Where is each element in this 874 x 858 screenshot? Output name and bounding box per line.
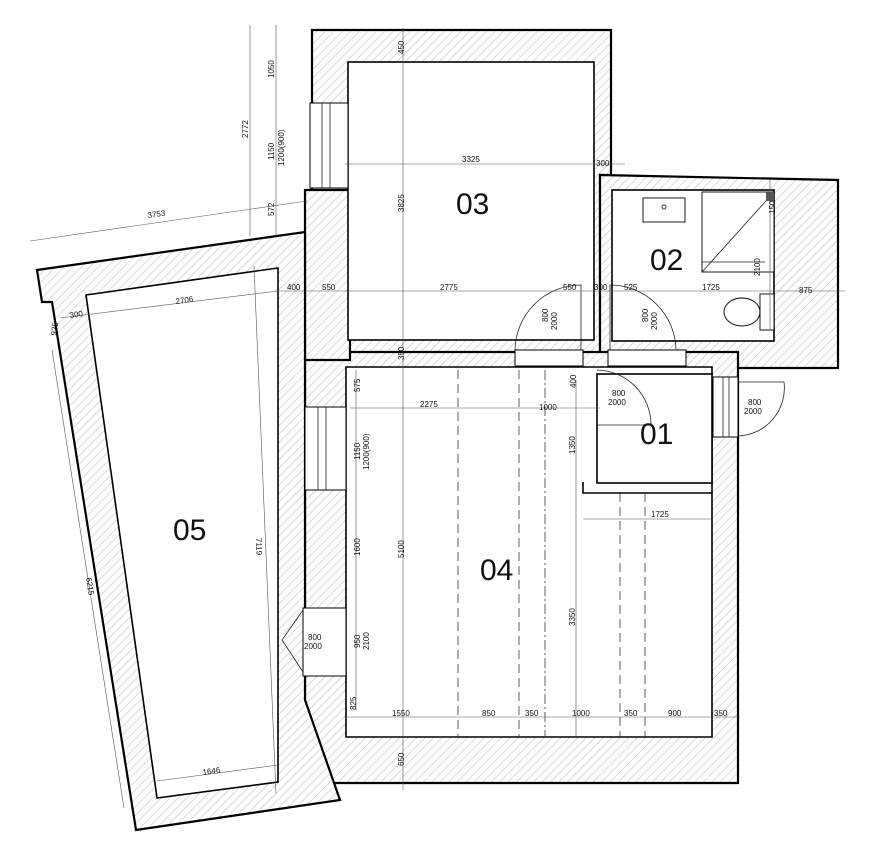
dim-label: 1000 xyxy=(539,403,557,412)
dim-label: 1646 xyxy=(202,766,221,777)
dim-label: 875 xyxy=(799,286,813,295)
dim-label: 1150 xyxy=(267,142,276,160)
dim-label: 400 xyxy=(287,283,301,292)
dim-label: 350 xyxy=(714,709,728,718)
dim-label: 825 xyxy=(349,696,358,710)
dim-label: 7119 xyxy=(254,538,264,556)
room-labels: 03 02 01 04 05 xyxy=(173,188,683,587)
wall-west-strip xyxy=(303,188,352,362)
dim-label: 350 xyxy=(397,346,406,360)
dim-label: 3825 xyxy=(397,194,406,212)
dim-label: 800 xyxy=(612,389,626,398)
dim-label: 800 xyxy=(641,308,650,322)
room-label-01: 01 xyxy=(640,418,673,451)
dim-label: 2000 xyxy=(304,642,322,651)
dim-label: 1600 xyxy=(353,538,362,556)
dim-label: 2775 xyxy=(440,283,458,292)
dim-label: 1725 xyxy=(702,283,720,292)
dim-label: 2000 xyxy=(744,407,762,416)
dim-label: 575 xyxy=(353,378,362,392)
dim-label: 350 xyxy=(525,709,539,718)
room-label-02: 02 xyxy=(650,244,683,277)
dim-label: 2000 xyxy=(650,312,659,330)
room-03-floor xyxy=(347,61,595,341)
dim-label: 3325 xyxy=(462,155,480,164)
room-label-04: 04 xyxy=(480,554,513,587)
door-entrance-swing xyxy=(737,381,785,437)
dim-label: 650 xyxy=(397,752,406,766)
washbasin xyxy=(642,197,686,223)
room-label-03: 03 xyxy=(456,188,489,221)
dim-label: 300 xyxy=(69,309,84,320)
dim-label: 1550 xyxy=(392,709,410,718)
dimension-labels: 1050 2772 1150 1200(900) 572 3753 450 33… xyxy=(49,40,813,777)
dim-label: 6215 xyxy=(84,577,96,597)
dim-label: 3350 xyxy=(568,608,577,626)
window-room-03 xyxy=(309,102,349,189)
bathroom-fixtures xyxy=(642,191,775,331)
door-02-04 xyxy=(607,349,687,367)
dim-label: 2100 xyxy=(753,258,762,276)
dim-label: 950 xyxy=(353,634,362,648)
dim-label: 2706 xyxy=(175,295,194,306)
partition-lines xyxy=(457,370,646,737)
dim-label: 550 xyxy=(322,283,336,292)
dim-label: 2772 xyxy=(241,120,250,138)
dim-label: 2000 xyxy=(608,398,626,407)
dim-label: 400 xyxy=(569,374,578,388)
dim-label: 5100 xyxy=(397,540,406,558)
dim-label: 572 xyxy=(267,202,276,216)
room-01-floor xyxy=(596,373,713,484)
doors xyxy=(281,284,785,673)
door-03-04 xyxy=(514,349,584,367)
dim-label: 300 xyxy=(594,283,608,292)
windows xyxy=(302,102,739,677)
dim-label: 150 xyxy=(768,200,777,214)
dimension-lines xyxy=(29,25,845,809)
toilet-bowl xyxy=(723,297,761,327)
dim-label: 1725 xyxy=(651,510,669,519)
dim-label: 1350 xyxy=(568,436,577,454)
dim-label: 1150 xyxy=(353,442,362,460)
basin-drain-icon xyxy=(661,204,667,210)
dim-label: 1050 xyxy=(267,60,276,78)
dim-label: 2275 xyxy=(420,400,438,409)
dim-label: 3753 xyxy=(147,209,166,220)
door-opening-west xyxy=(302,607,347,677)
dim-label: 300 xyxy=(596,159,610,168)
dim-label: 850 xyxy=(482,709,496,718)
dim-label: 2000 xyxy=(550,312,559,330)
dim-label: 525 xyxy=(624,283,638,292)
dim-label: 1200(900) xyxy=(277,129,286,166)
door-west-swing xyxy=(281,609,304,673)
dim-label: 800 xyxy=(308,633,322,642)
dim-label: 1000 xyxy=(572,709,590,718)
window-room-01 xyxy=(712,376,739,438)
dim-label: 1200(900) xyxy=(362,433,371,470)
door-03-04-swing xyxy=(514,284,582,351)
dim-label: 550 xyxy=(563,283,577,292)
dim-label: 900 xyxy=(668,709,682,718)
dim-label: 2100 xyxy=(362,632,371,650)
window-room-04 xyxy=(304,406,347,491)
dim-label: 800 xyxy=(541,308,550,322)
dim-label: 925 xyxy=(49,321,60,336)
dim-label: 350 xyxy=(624,709,638,718)
toilet-tank xyxy=(759,293,775,331)
dim-label: 450 xyxy=(397,40,406,54)
room-interiors xyxy=(85,61,775,799)
dim-label: 800 xyxy=(748,398,762,407)
door-01-swing xyxy=(596,369,652,426)
room-05-floor xyxy=(85,267,279,799)
room-label-05: 05 xyxy=(173,514,206,547)
door-02-04-swing xyxy=(609,284,677,351)
